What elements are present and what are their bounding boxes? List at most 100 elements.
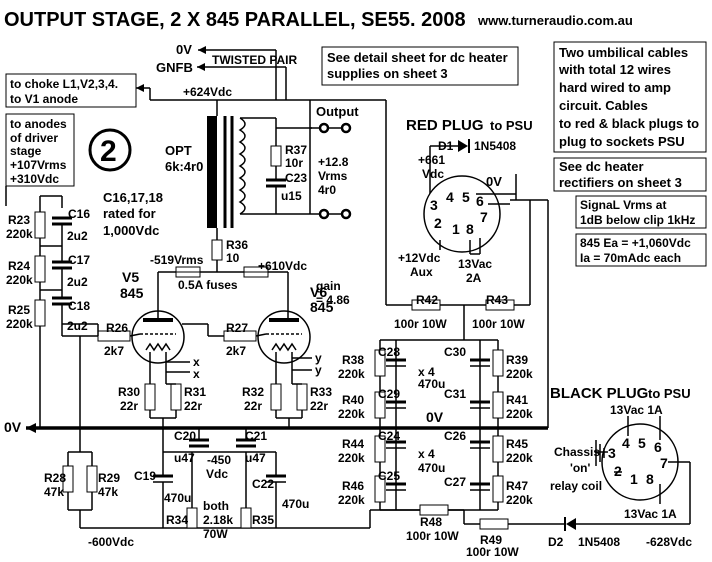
svg-text:1,000Vdc: 1,000Vdc [103, 223, 159, 238]
svg-text:220k: 220k [506, 407, 533, 421]
svg-text:220k: 220k [338, 493, 365, 507]
svg-text:2k7: 2k7 [104, 344, 124, 358]
svg-text:70W: 70W [203, 527, 228, 541]
svg-text:C26: C26 [444, 429, 466, 443]
svg-text:2: 2 [614, 463, 622, 479]
output-zobel: Output R37 10r C23 u15 +12.8 Vrms 4r0 [266, 100, 359, 220]
svg-text:C16: C16 [68, 207, 90, 221]
svg-text:8: 8 [466, 221, 474, 237]
svg-text:R44: R44 [342, 437, 364, 451]
svg-text:Aux: Aux [410, 265, 433, 279]
svg-text:to PSU: to PSU [648, 386, 691, 401]
svg-text:845: 845 [120, 285, 144, 301]
zero-volt-rail: 0V 0V [4, 409, 548, 435]
svg-text:RED PLUG: RED PLUG [406, 117, 484, 134]
red-plug: RED PLUG to PSU D1 1N5408 +661 Vdc 0V 3 … [398, 117, 549, 428]
svg-text:C28: C28 [378, 345, 400, 359]
svg-text:R38: R38 [342, 353, 364, 367]
svg-text:6: 6 [476, 193, 484, 209]
svg-text:R49: R49 [480, 533, 502, 547]
svg-text:to choke L1,V2,3,4.: to choke L1,V2,3,4. [10, 77, 118, 91]
output-transformer: OPT 6k:4r0 R36 10 [165, 100, 312, 272]
svg-text:3: 3 [430, 197, 438, 213]
svg-text:1: 1 [630, 471, 638, 487]
svg-text:C27: C27 [444, 475, 466, 489]
svg-text:R43: R43 [486, 293, 508, 307]
svg-text:to red & black plugs to: to red & black plugs to [559, 116, 699, 131]
svg-text:See detail sheet for dc heater: See detail sheet for dc heater [327, 50, 508, 65]
svg-text:1: 1 [452, 221, 460, 237]
svg-text:C16,17,18: C16,17,18 [103, 190, 163, 205]
svg-text:2: 2 [100, 135, 117, 168]
svg-text:10: 10 [226, 251, 240, 265]
svg-text:C25: C25 [378, 469, 400, 483]
svg-text:10r: 10r [285, 156, 303, 170]
svg-text:7: 7 [660, 455, 668, 471]
svg-text:C29: C29 [378, 387, 400, 401]
svg-text:V5: V5 [122, 269, 139, 285]
svg-text:220k: 220k [338, 407, 365, 421]
svg-text:R31: R31 [184, 385, 206, 399]
fuse-network: -519Vrms +610Vdc 0.5A fuses [150, 253, 307, 292]
svg-text:2u2: 2u2 [67, 229, 88, 243]
svg-text:1N5408: 1N5408 [578, 535, 620, 549]
svg-text:gain: gain [316, 279, 341, 293]
svg-text:R40: R40 [342, 393, 364, 407]
bias-section: R28 47k R29 47k -600Vdc C20 u47 C21 u47 … [44, 428, 370, 549]
svg-text:rated for: rated for [103, 206, 156, 221]
svg-text:R26: R26 [106, 321, 128, 335]
svg-text:Vdc: Vdc [206, 467, 228, 481]
svg-text:+610Vdc: +610Vdc [258, 259, 307, 273]
svg-text:TWISTED PAIR: TWISTED PAIR [212, 53, 297, 67]
svg-text:2: 2 [434, 215, 442, 231]
svg-text:0.5A fuses: 0.5A fuses [178, 278, 238, 292]
svg-text:with total 12 wires: with total 12 wires [558, 62, 671, 77]
svg-text:x 4: x 4 [418, 447, 435, 461]
svg-text:R29: R29 [98, 471, 120, 485]
signal-note: SignaL Vrms at 1dB below clip 1kHz [575, 195, 707, 229]
svg-text:13Vac: 13Vac [458, 257, 492, 271]
svg-text:6k:4r0: 6k:4r0 [165, 159, 203, 174]
svg-text:R46: R46 [342, 479, 364, 493]
svg-text:u47: u47 [245, 451, 266, 465]
svg-text:R41: R41 [506, 393, 528, 407]
svg-text:D2: D2 [548, 535, 564, 549]
svg-text:22r: 22r [244, 399, 262, 413]
svg-text:x: x [193, 367, 200, 381]
svg-text:+661: +661 [418, 153, 445, 167]
website: www.turneraudio.com.au [477, 13, 633, 28]
svg-text:1N5408: 1N5408 [474, 139, 516, 153]
svg-text:of driver: of driver [10, 131, 58, 145]
svg-text:R27: R27 [226, 321, 248, 335]
svg-text:R34: R34 [166, 513, 188, 527]
svg-text:220k: 220k [6, 227, 33, 241]
svg-text:2A: 2A [466, 271, 482, 285]
svg-text:R30: R30 [118, 385, 140, 399]
svg-text:8: 8 [646, 471, 654, 487]
input-network: C16 2u2 C17 2u2 C18 2u2 R23 220k R24 220… [5, 186, 163, 428]
svg-text:4r0: 4r0 [318, 183, 336, 197]
svg-text:Vdc: Vdc [422, 167, 444, 181]
svg-text:5: 5 [638, 435, 646, 451]
svg-text:220k: 220k [338, 367, 365, 381]
svg-text:to anodes: to anodes [10, 117, 67, 131]
svg-text:+12Vdc: +12Vdc [398, 251, 441, 265]
top-feeds: 0V GNFB TWISTED PAIR +624Vdc [136, 42, 387, 305]
svg-text:R33: R33 [310, 385, 332, 399]
svg-text:100r 10W: 100r 10W [394, 317, 447, 331]
svg-text:C30: C30 [444, 345, 466, 359]
svg-text:C18: C18 [68, 299, 90, 313]
sheet-badge: 2 [88, 128, 132, 172]
rectifiers-note: See dc heater rectifiers on sheet 3 [553, 157, 707, 192]
svg-text:0V: 0V [4, 419, 22, 435]
svg-text:-450: -450 [207, 453, 231, 467]
svg-text:R37: R37 [285, 143, 307, 157]
svg-text:C22: C22 [252, 477, 274, 491]
svg-text:4: 4 [446, 189, 454, 205]
svg-text:relay coil: relay coil [550, 479, 602, 493]
svg-text:47k: 47k [98, 485, 118, 499]
svg-text:circuit. Cables: circuit. Cables [559, 98, 648, 113]
svg-text:2.18k: 2.18k [203, 513, 233, 527]
svg-text:u15: u15 [281, 189, 302, 203]
